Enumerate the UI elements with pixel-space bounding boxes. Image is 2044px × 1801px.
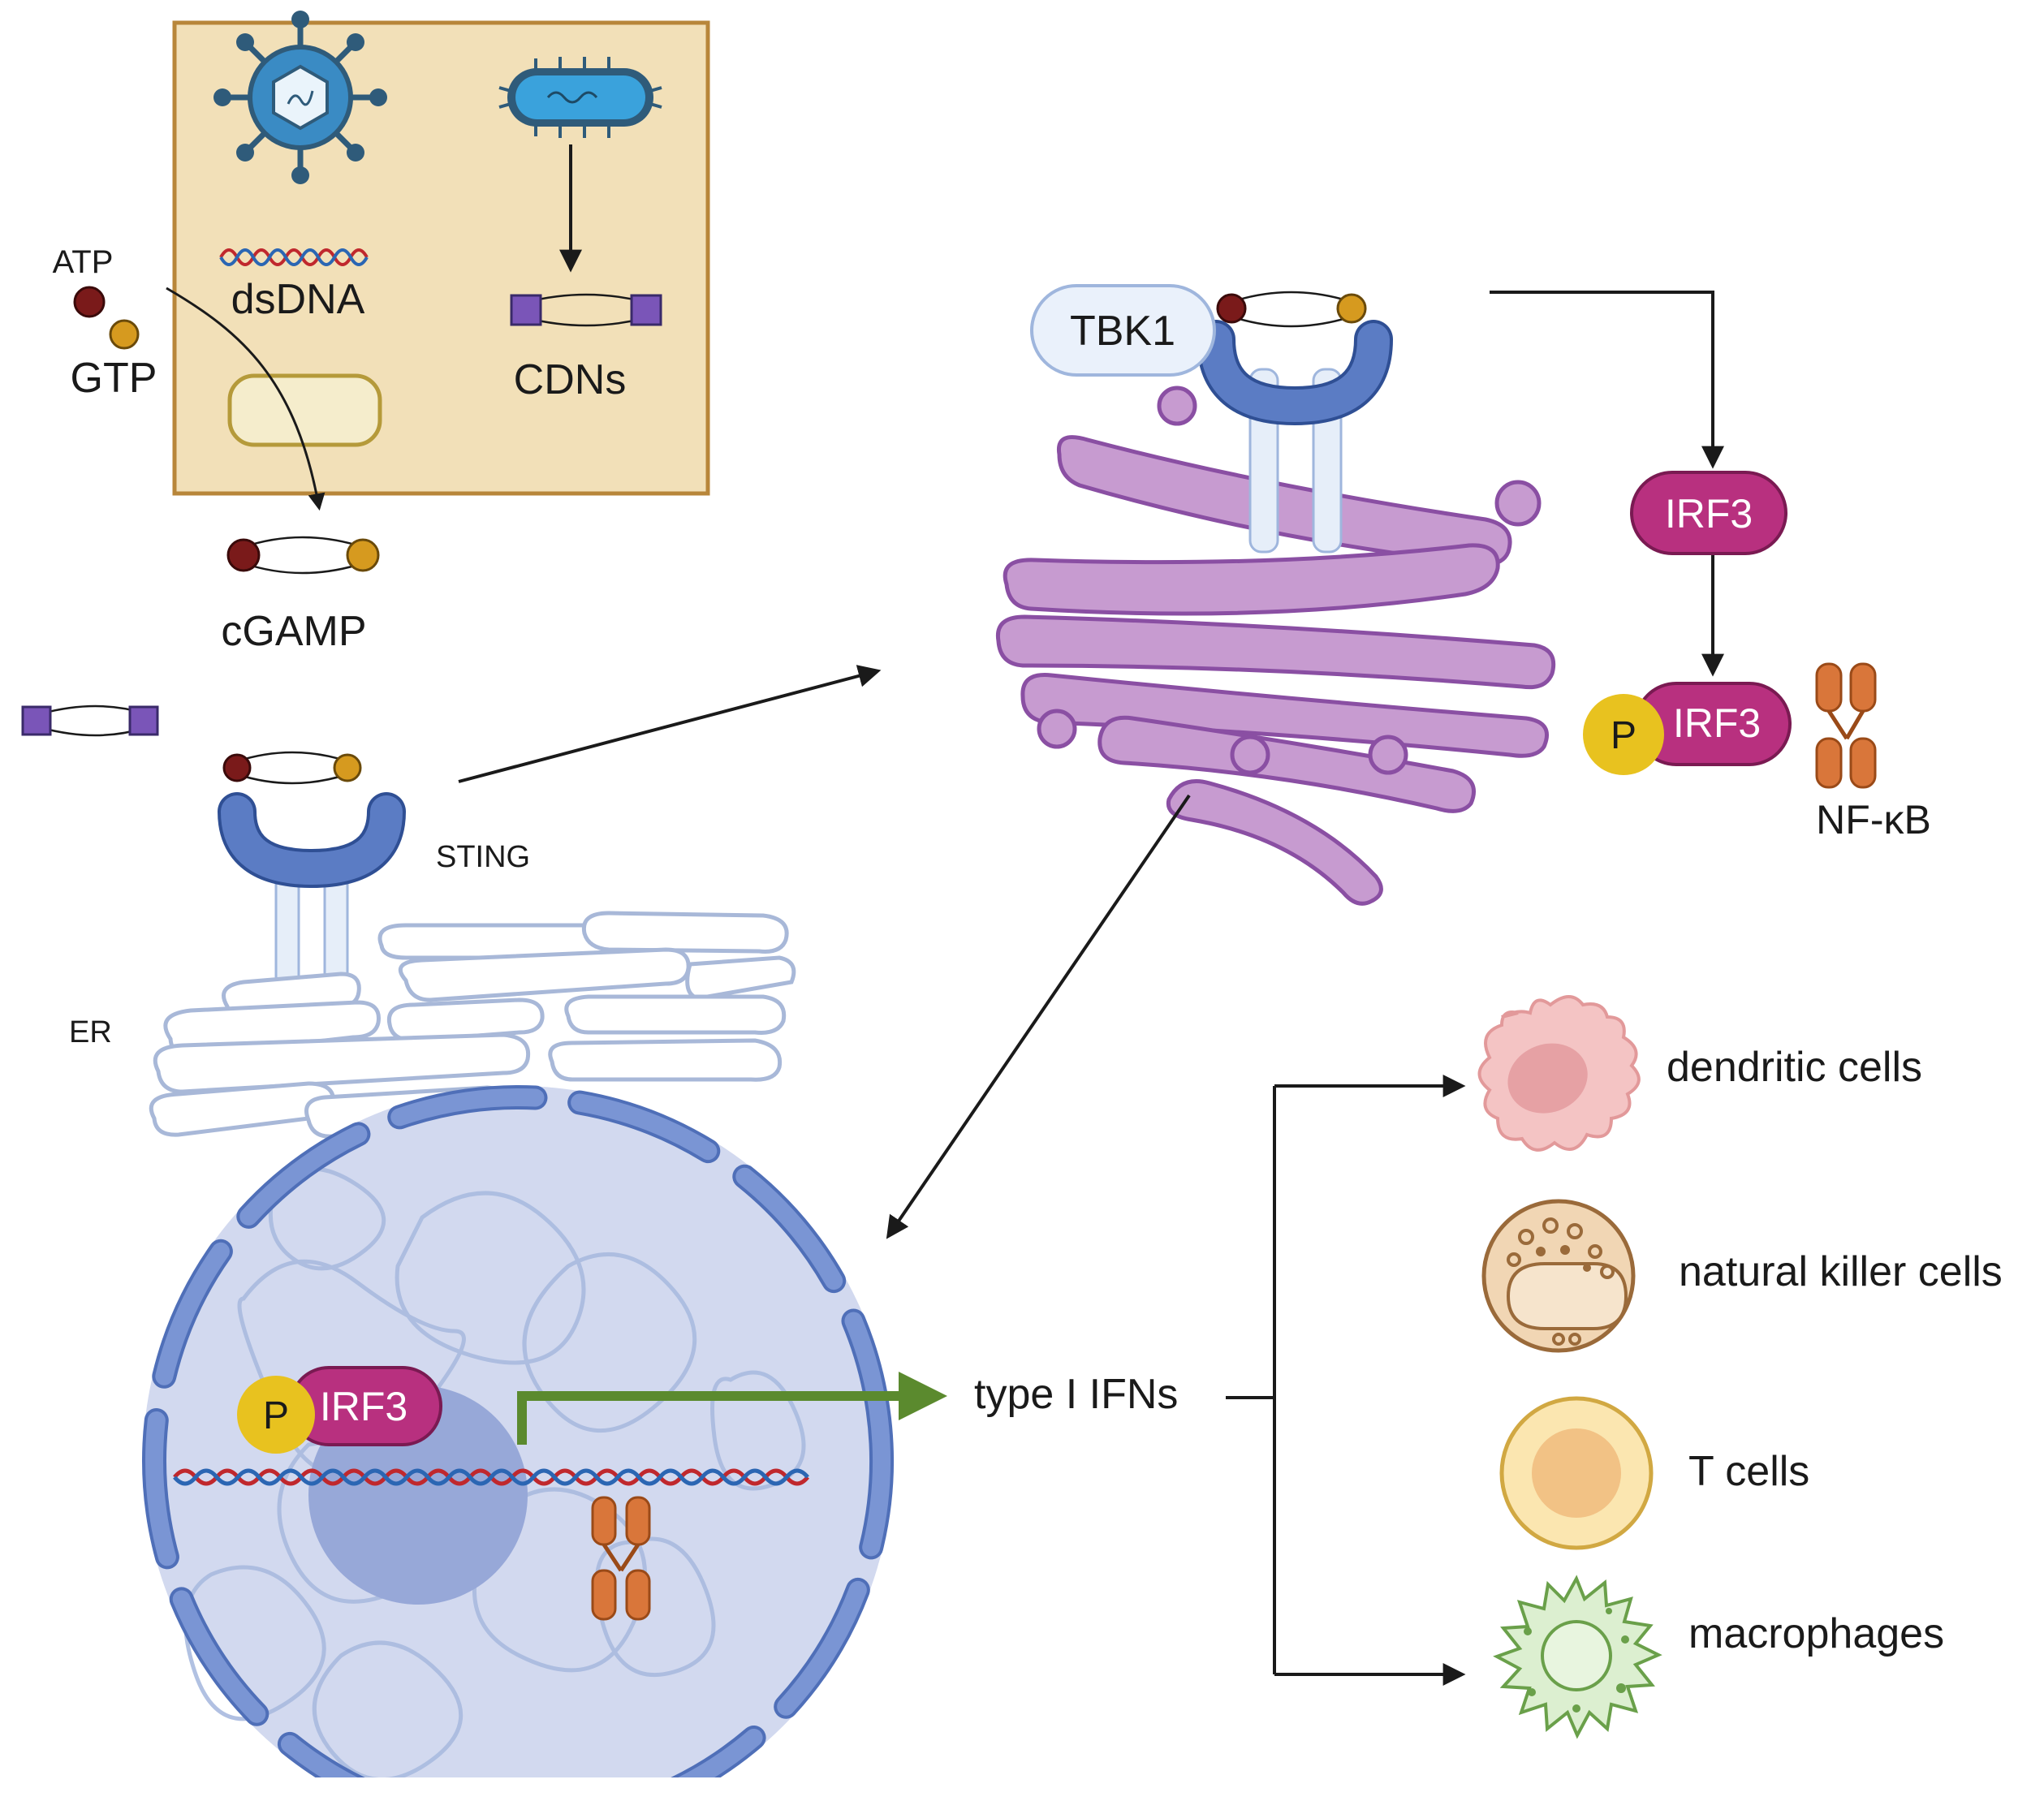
pathogen-box: dsDNA CDNs — [172, 11, 710, 496]
t-cell-icon — [1499, 1396, 1654, 1550]
golgi-to-nucleus-arrow — [886, 794, 1191, 1239]
irf3-label: IRF3 — [1665, 491, 1753, 536]
cdn-molecule-icon — [21, 704, 159, 737]
tbk1-label: TBK1 — [1070, 308, 1175, 355]
macrophages-label: macrophages — [1688, 1610, 1944, 1657]
atp-label: ATP — [53, 244, 114, 280]
macrophage-icon — [1493, 1575, 1662, 1739]
gtp-label: GTP — [71, 355, 157, 402]
cgas-enzyme-icon — [227, 373, 382, 447]
transcription-arrow — [517, 1372, 947, 1445]
nfkb-icon — [1815, 662, 1877, 789]
sting-to-golgi-arrow — [458, 665, 882, 783]
irf3-badge: IRF3 — [1630, 471, 1787, 555]
virus-icon — [213, 11, 387, 184]
atp-gtp-to-cgamp-arrow — [166, 287, 326, 511]
nfkb-label: NF-κB — [1816, 797, 1931, 842]
irf3-label: IRF3 — [1673, 700, 1761, 746]
cgamp-label: cGAMP — [221, 608, 366, 655]
gtp-molecule-icon — [109, 319, 140, 350]
phospho-label: P — [1611, 714, 1636, 757]
cgamp-bound-icon — [1216, 291, 1367, 328]
atp-molecule-icon — [73, 286, 106, 318]
phospho-label: P — [263, 1394, 289, 1437]
irf3-label: IRF3 — [320, 1384, 408, 1429]
golgi-apparatus-icon — [995, 386, 1556, 906]
t-cells-label: T cells — [1688, 1448, 1809, 1495]
cdn-molecule-icon — [510, 293, 662, 327]
sting-label: STING — [436, 840, 530, 874]
er-label: ER — [69, 1015, 112, 1049]
phospho-group-icon — [1583, 694, 1664, 775]
nk-cells-label: natural killer cells — [1679, 1248, 2003, 1295]
tbk1-to-irf3-arrow — [1490, 291, 1724, 469]
ifn-to-cells-bracket — [1226, 1075, 1466, 1686]
bacterium-icon — [498, 57, 662, 138]
dendritic-cell-icon — [1477, 995, 1641, 1152]
phospho-group-icon — [237, 1376, 315, 1454]
dsdna-label: dsDNA — [231, 276, 365, 323]
cgamp-bound-icon — [222, 751, 362, 785]
activated-sting-icon — [1197, 320, 1393, 554]
dsdna-icon — [219, 248, 369, 266]
type-i-ifns-label: type I IFNs — [974, 1371, 1178, 1418]
nfkb-icon — [591, 1496, 651, 1621]
cgamp-molecule-icon — [226, 536, 380, 575]
nk-cell-icon — [1481, 1199, 1636, 1353]
dendritic-cells-label: dendritic cells — [1667, 1044, 1922, 1091]
nuclear-phospho-irf3-badge: IRF3 P — [237, 1366, 442, 1454]
sting-protein-icon — [218, 792, 406, 988]
phospho-irf3-badge: IRF3 P — [1583, 682, 1792, 775]
genomic-dna-icon — [173, 1468, 809, 1486]
cdns-label: CDNs — [514, 356, 627, 403]
tbk1-badge: TBK1 — [1030, 284, 1216, 377]
